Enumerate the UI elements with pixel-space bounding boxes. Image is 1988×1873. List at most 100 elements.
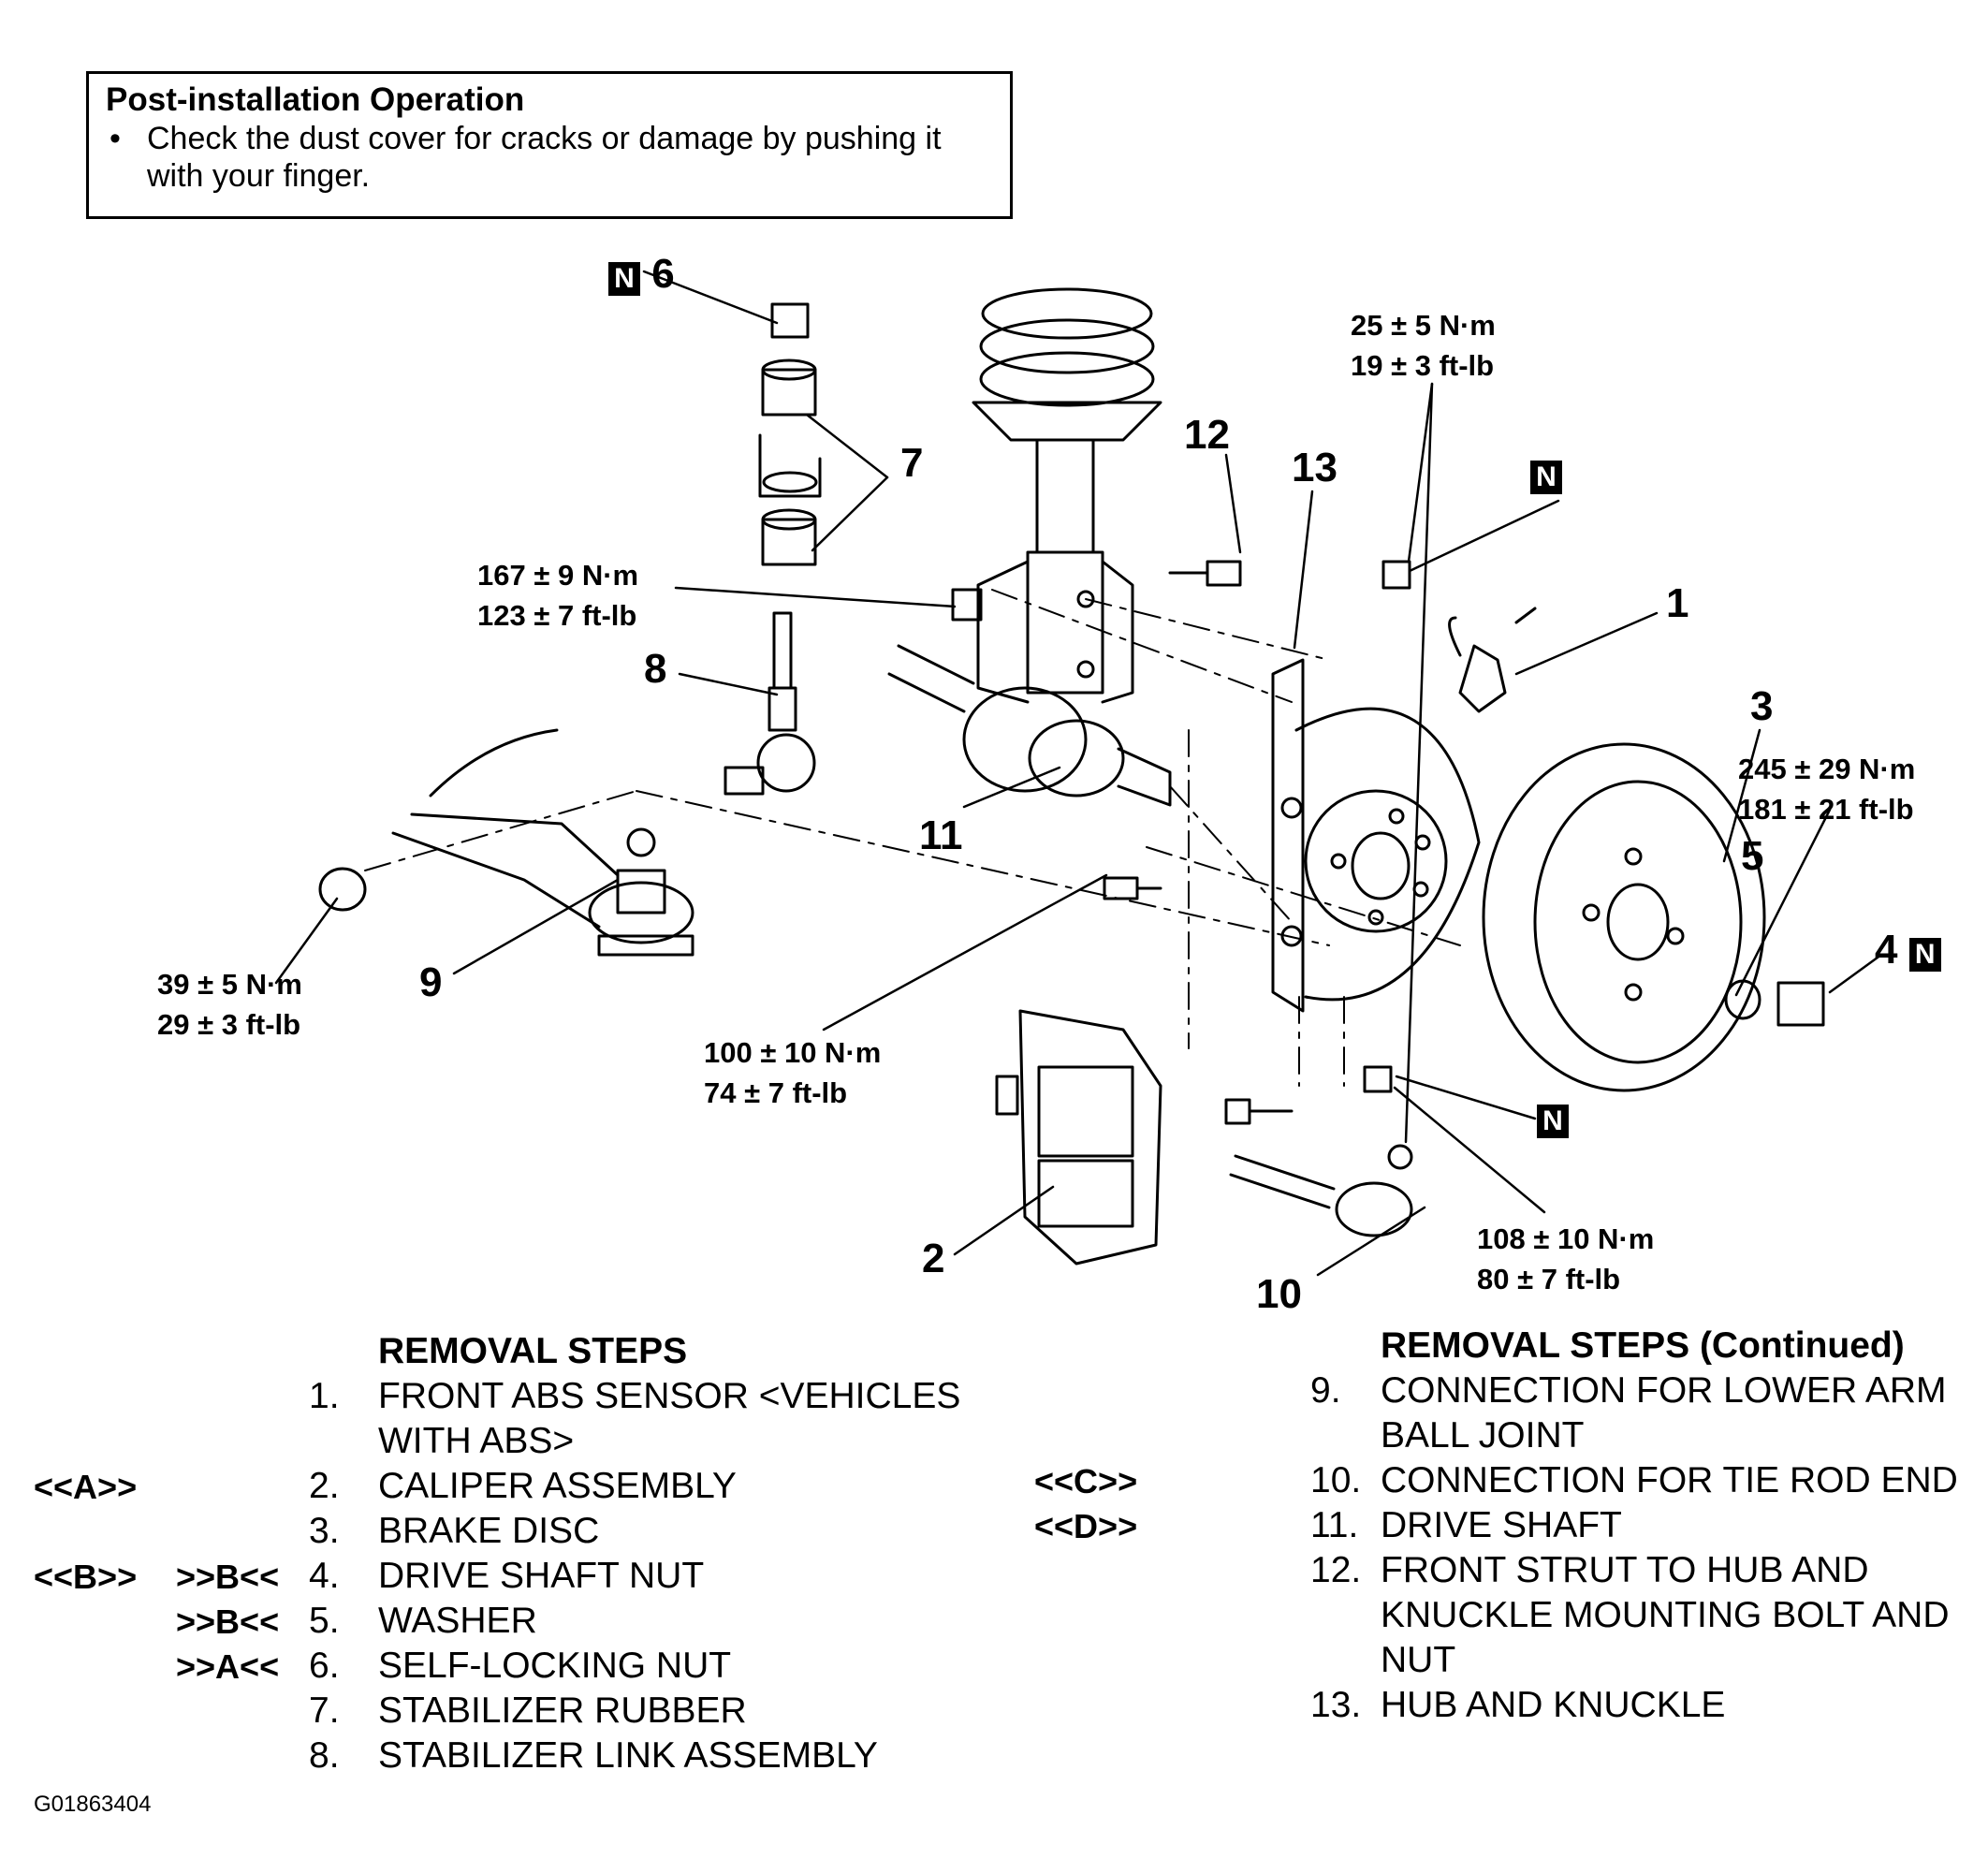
step-9-number: 9.	[1310, 1370, 1341, 1411]
step-12-text-line-3: NUT	[1381, 1640, 1456, 1680]
step-6-number: 6.	[309, 1646, 340, 1686]
torque-ftlb: 74 ± 7 ft-lb	[704, 1076, 848, 1109]
step-2-number: 2.	[309, 1466, 340, 1506]
caliper-bolt-lower-drawing	[1224, 1098, 1294, 1125]
step-2-text: CALIPER ASSEMBLY	[378, 1466, 737, 1506]
note-line-1: Check the dust cover for cracks or damag…	[147, 121, 942, 156]
new-part-mark: N	[1537, 1105, 1569, 1138]
post-installation-note-box: Post-installation Operation • Check the …	[86, 71, 1013, 219]
washer-drawing	[1724, 979, 1761, 1020]
step-4-removal-code: <<B>>	[34, 1558, 138, 1596]
torque-108-label: 108 ± 10 N·m 80 ± 7 ft-lb	[1477, 1219, 1654, 1299]
tie-rod-nut-drawing	[1363, 1065, 1393, 1093]
callout-3: 3	[1750, 683, 1774, 729]
torque-ftlb: 80 ± 7 ft-lb	[1477, 1263, 1621, 1295]
new-part-mark: N	[1908, 938, 1941, 972]
abs-sensor-drawing	[1448, 607, 1537, 713]
callout-12: 12	[1184, 412, 1230, 458]
step-13-number: 13.	[1310, 1685, 1362, 1725]
callout-6: N 6	[608, 251, 675, 298]
step-4-text: DRIVE SHAFT NUT	[378, 1556, 705, 1596]
new-part-mark-ball-joint-nut: N	[1530, 461, 1562, 494]
torque-ftlb: 123 ± 7 ft-lb	[477, 599, 637, 632]
callout-4: 4 N	[1875, 927, 1941, 973]
figure-id: G01863404	[34, 1792, 152, 1817]
step-5-install-code: >>B<<	[176, 1602, 280, 1641]
step-4-number: 4.	[309, 1556, 340, 1596]
ball-joint-nut-drawing	[1381, 560, 1411, 590]
callout-8: 8	[644, 646, 667, 692]
step-9-text-line-2: BALL JOINT	[1381, 1415, 1585, 1456]
torque-nm: 39 ± 5 N·m	[157, 968, 302, 1001]
step-8-text: STABILIZER LINK ASSEMBLY	[378, 1735, 878, 1776]
step-13-text: HUB AND KNUCKLE	[1381, 1685, 1726, 1725]
torque-100-label: 100 ± 10 N·m 74 ± 7 ft-lb	[704, 1032, 881, 1113]
tie-rod-end-drawing	[1229, 1144, 1413, 1237]
callout-10: 10	[1256, 1271, 1302, 1317]
torque-ftlb: 19 ± 3 ft-lb	[1351, 349, 1495, 382]
step-6-install-code: >>A<<	[176, 1647, 280, 1686]
step-3-text: BRAKE DISC	[378, 1511, 600, 1551]
callout-6-number: 6	[651, 251, 675, 297]
stabilizer-parts-drawing	[724, 302, 822, 796]
note-title: Post-installation Operation	[106, 81, 525, 118]
step-9-text-line-1: CONNECTION FOR LOWER ARM	[1381, 1370, 1947, 1411]
torque-245-label: 245 ± 29 N·m 181 ± 21 ft-lb	[1738, 749, 1915, 829]
step-8-number: 8.	[309, 1735, 340, 1776]
strut-nut-drawing	[951, 588, 983, 622]
step-11-text: DRIVE SHAFT	[1381, 1505, 1622, 1545]
new-part-mark-tie-rod-nut: N	[1537, 1105, 1569, 1138]
drive-shaft-nut-drawing	[1776, 981, 1825, 1027]
step-1-text-line-1: FRONT ABS SENSOR <VEHICLES	[378, 1376, 961, 1416]
callout-7: 7	[900, 440, 924, 486]
removal-steps-continued-heading: REMOVAL STEPS (Continued)	[1381, 1325, 1905, 1366]
step-7-text: STABILIZER RUBBER	[378, 1690, 747, 1731]
torque-ftlb: 181 ± 21 ft-lb	[1738, 793, 1914, 826]
torque-167-label: 167 ± 9 N·m 123 ± 7 ft-lb	[477, 555, 638, 636]
step-11-removal-code: <<D>>	[1034, 1507, 1138, 1545]
step-2-removal-code: <<A>>	[34, 1468, 138, 1506]
step-10-text: CONNECTION FOR TIE ROD END	[1381, 1460, 1958, 1500]
step-12-text-line-2: KNUCKLE MOUNTING BOLT AND	[1381, 1595, 1950, 1635]
hub-knuckle-drawing	[1271, 658, 1481, 1013]
strut-bolt-drawing	[1168, 560, 1242, 587]
torque-nm: 167 ± 9 N·m	[477, 559, 639, 592]
callout-4-number: 4	[1875, 927, 1898, 973]
step-5-text: WASHER	[378, 1601, 537, 1641]
leader-lines	[274, 270, 1883, 1277]
torque-nm: 245 ± 29 N·m	[1738, 753, 1916, 785]
callout-13: 13	[1292, 445, 1338, 490]
caliper-bolt-upper-drawing	[1103, 876, 1162, 900]
new-part-mark: N	[608, 262, 640, 296]
step-5-number: 5.	[309, 1601, 340, 1641]
torque-nm: 108 ± 10 N·m	[1477, 1222, 1655, 1255]
step-10-removal-code: <<C>>	[1034, 1462, 1138, 1500]
brake-disc-drawing	[1482, 742, 1766, 1092]
torque-nm: 100 ± 10 N·m	[704, 1036, 882, 1069]
callout-1: 1	[1666, 580, 1689, 626]
torque-nm: 25 ± 5 N·m	[1351, 309, 1496, 342]
step-3-number: 3.	[309, 1511, 340, 1551]
drive-shaft-drawing	[887, 644, 1172, 807]
caliper-drawing	[995, 1009, 1162, 1266]
note-bullet: •	[110, 121, 121, 156]
lower-arm-drawing	[318, 728, 694, 957]
torque-39-label: 39 ± 5 N·m 29 ± 3 ft-lb	[157, 964, 302, 1045]
callout-5: 5	[1741, 833, 1764, 879]
new-part-mark: N	[1530, 461, 1562, 494]
torque-ftlb: 29 ± 3 ft-lb	[157, 1008, 301, 1041]
step-11-number: 11.	[1310, 1505, 1359, 1545]
step-6-text: SELF-LOCKING NUT	[378, 1646, 732, 1686]
step-10-number: 10.	[1310, 1460, 1362, 1500]
strut-assembly-drawing	[972, 287, 1162, 704]
callout-11: 11	[919, 812, 963, 858]
step-4-install-code: >>B<<	[176, 1558, 280, 1596]
note-line-2: with your finger.	[147, 158, 371, 194]
step-12-text-line-1: FRONT STRUT TO HUB AND	[1381, 1550, 1869, 1590]
callout-2: 2	[922, 1236, 945, 1281]
torque-25-label: 25 ± 5 N·m 19 ± 3 ft-lb	[1351, 305, 1496, 386]
step-1-text-line-2: WITH ABS>	[378, 1421, 575, 1461]
callout-9: 9	[419, 959, 443, 1005]
step-7-number: 7.	[309, 1690, 340, 1731]
